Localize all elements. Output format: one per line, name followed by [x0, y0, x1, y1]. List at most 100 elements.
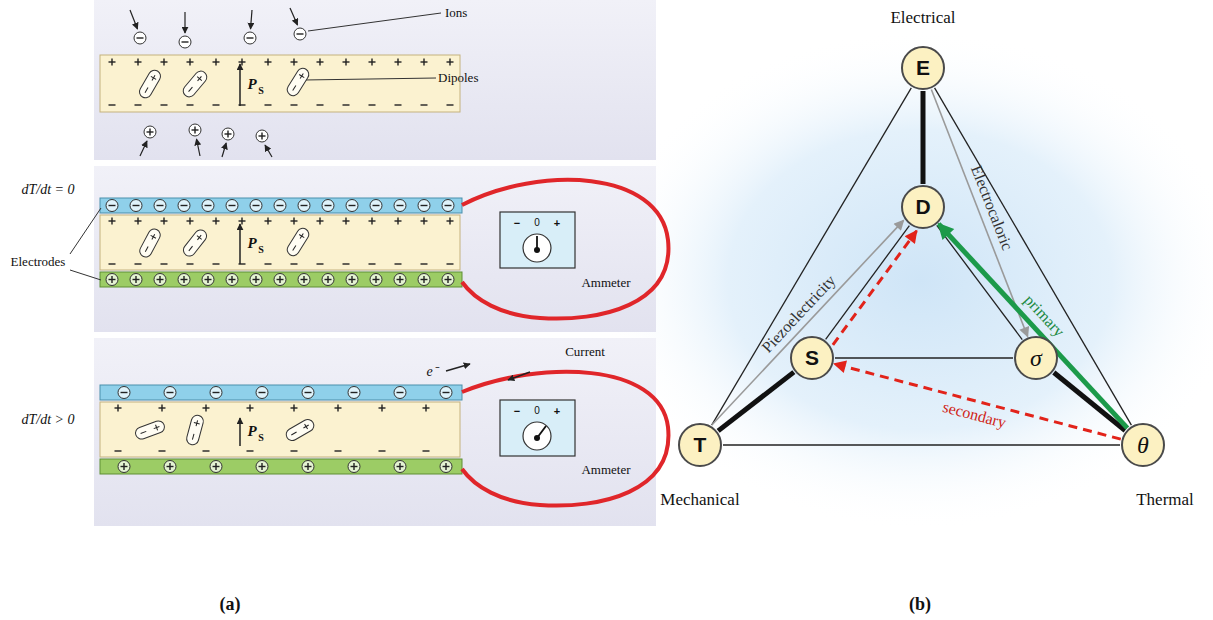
- plus-charge: [256, 461, 268, 473]
- dial: [523, 234, 551, 262]
- label: P: [247, 423, 256, 440]
- label: P: [247, 235, 256, 252]
- minus-charge: [213, 105, 220, 106]
- glow: [600, 30, 1213, 530]
- minus-charge: [239, 264, 246, 265]
- label: Electrical: [890, 9, 955, 28]
- label: Thermal: [1136, 491, 1194, 510]
- dipole: [138, 227, 163, 259]
- plus-charge: [394, 274, 406, 286]
- dipole: [181, 69, 209, 100]
- plus-charge: [161, 59, 168, 66]
- pivot: [534, 247, 540, 253]
- minus-charge: [335, 451, 342, 452]
- minus-charge: [423, 451, 430, 452]
- ion-arrow: [222, 143, 226, 157]
- plus-charge: [154, 274, 166, 286]
- panel: [94, 166, 656, 332]
- ammeter: [500, 400, 575, 456]
- ion-arrow: [251, 10, 253, 29]
- plus-charge: [202, 274, 214, 286]
- quantity-circle: S: [790, 336, 834, 380]
- minus-charge: [421, 264, 428, 265]
- plus-charge: [187, 59, 194, 66]
- plus-charge: [291, 59, 298, 66]
- plus-charge: [226, 274, 238, 286]
- label: P: [247, 76, 256, 93]
- minus-charge: [421, 105, 428, 106]
- node-label: σ: [1030, 345, 1042, 372]
- dipole: [137, 68, 162, 100]
- dipole: [284, 417, 316, 442]
- plus-charge: [109, 59, 116, 66]
- minus-charge: [447, 264, 454, 265]
- ion-arrow: [130, 10, 138, 29]
- label: dT/dt = 0: [21, 182, 74, 197]
- ion-arrow: [265, 145, 272, 157]
- minus-charge: [346, 200, 358, 212]
- minus-charge: [244, 32, 256, 44]
- polarization-arrow: [239, 224, 241, 264]
- electrode: [100, 459, 462, 474]
- minus-charge: [134, 32, 146, 44]
- minus-charge: [291, 105, 298, 106]
- connector: [835, 357, 1013, 358]
- minus-charge: [369, 264, 376, 265]
- minus-charge: [159, 451, 166, 452]
- quantity-circle: θ: [1121, 423, 1165, 467]
- minus-charge: [161, 264, 168, 265]
- plus-charge: [130, 274, 142, 286]
- label: 0: [534, 405, 540, 416]
- minus-charge: [202, 200, 214, 212]
- connector: [921, 91, 926, 184]
- minus-charge: [294, 28, 306, 40]
- dipole: [285, 226, 311, 258]
- plus-charge: [447, 59, 454, 66]
- plus-charge: [222, 128, 234, 140]
- minus-charge: [394, 387, 406, 399]
- plus-charge: [265, 218, 272, 225]
- plus-charge: [115, 405, 122, 412]
- plus-charge: [379, 405, 386, 412]
- ammeter: [500, 212, 575, 268]
- electrode: [100, 272, 462, 287]
- minus-charge: [447, 105, 454, 106]
- minus-charge: [291, 451, 298, 452]
- minus-charge: [440, 387, 452, 399]
- minus-charge: [348, 387, 360, 399]
- connector: [712, 220, 904, 424]
- label: Dipoles: [438, 71, 478, 85]
- minus-charge: [115, 451, 122, 452]
- plus-charge: [274, 274, 286, 286]
- minus-charge: [106, 200, 118, 212]
- plus-charge: [118, 461, 130, 473]
- plus-charge: [189, 124, 201, 136]
- wire: [462, 180, 668, 319]
- electron-arrow: [446, 364, 470, 371]
- plus-charge: [346, 274, 358, 286]
- minus-charge: [370, 200, 382, 212]
- minus-charge: [265, 105, 272, 106]
- plus-charge: [442, 274, 454, 286]
- plus-charge: [247, 405, 254, 412]
- node-label: T: [694, 433, 707, 457]
- plus-charge: [369, 218, 376, 225]
- node-label: θ: [1137, 432, 1149, 459]
- plus-charge: [144, 126, 156, 138]
- minus-charge: [118, 387, 130, 399]
- minus-charge: [179, 36, 191, 48]
- plus-charge: [317, 218, 324, 225]
- plus-charge: [447, 218, 454, 225]
- connector: [939, 224, 1128, 428]
- label: e⁻: [426, 364, 437, 379]
- connector: [931, 89, 1027, 336]
- minus-charge: [298, 200, 310, 212]
- connector: [1054, 373, 1125, 431]
- leader-line: [304, 78, 436, 80]
- label: Mechanical: [660, 491, 739, 510]
- minus-charge: [274, 200, 286, 212]
- crystal: [100, 215, 460, 270]
- charges: [106, 8, 454, 473]
- minus-charge: [130, 200, 142, 212]
